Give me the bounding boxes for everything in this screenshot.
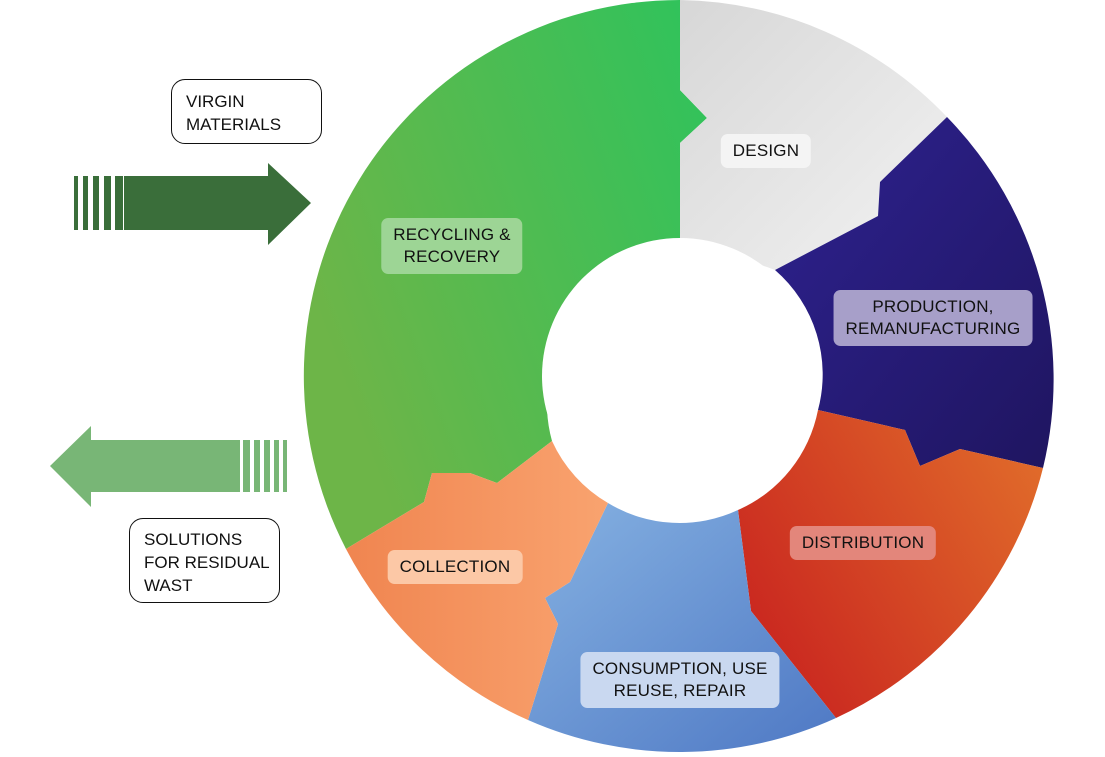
- label-design: DESIGN: [720, 134, 812, 168]
- virgin-materials-line-1: VIRGIN: [186, 92, 245, 111]
- label-production-line-1: PRODUCTION,: [872, 297, 994, 316]
- virgin-materials-arrow: [74, 163, 311, 245]
- residual-waste-callout: SOLUTIONS FOR RESIDUAL WAST: [129, 518, 280, 603]
- label-production-line-2: REMANUFACTURING: [845, 319, 1021, 338]
- label-distribution-text: DISTRIBUTION: [801, 533, 925, 552]
- segment-distribution: [738, 410, 1043, 718]
- label-collection-text: COLLECTION: [399, 557, 511, 576]
- wheel-hole: [542, 238, 818, 514]
- residual-waste-line-3: WAST: [144, 576, 193, 595]
- label-recycling: RECYCLING & RECOVERY: [381, 218, 523, 274]
- label-recycling-line-2: RECOVERY: [403, 247, 501, 266]
- segment-design: [680, 0, 947, 270]
- label-collection: COLLECTION: [387, 550, 523, 584]
- virgin-materials-line-2: MATERIALS: [186, 115, 282, 134]
- residual-waste-line-1: SOLUTIONS: [144, 530, 243, 549]
- virgin-materials-callout: VIRGIN MATERIALS: [171, 79, 322, 144]
- label-consumption-line-1: CONSUMPTION, USE: [592, 659, 768, 678]
- label-consumption: CONSUMPTION, USE REUSE, REPAIR: [580, 652, 780, 708]
- label-distribution: DISTRIBUTION: [789, 526, 937, 560]
- label-recycling-line-1: RECYCLING &: [393, 225, 511, 244]
- residual-waste-arrow: [50, 426, 287, 507]
- segment-recycling: [303, 0, 707, 549]
- label-design-text: DESIGN: [732, 141, 800, 160]
- label-production: PRODUCTION, REMANUFACTURING: [833, 290, 1033, 346]
- label-consumption-line-2: REUSE, REPAIR: [613, 681, 747, 700]
- residual-waste-line-2: FOR RESIDUAL: [144, 553, 270, 572]
